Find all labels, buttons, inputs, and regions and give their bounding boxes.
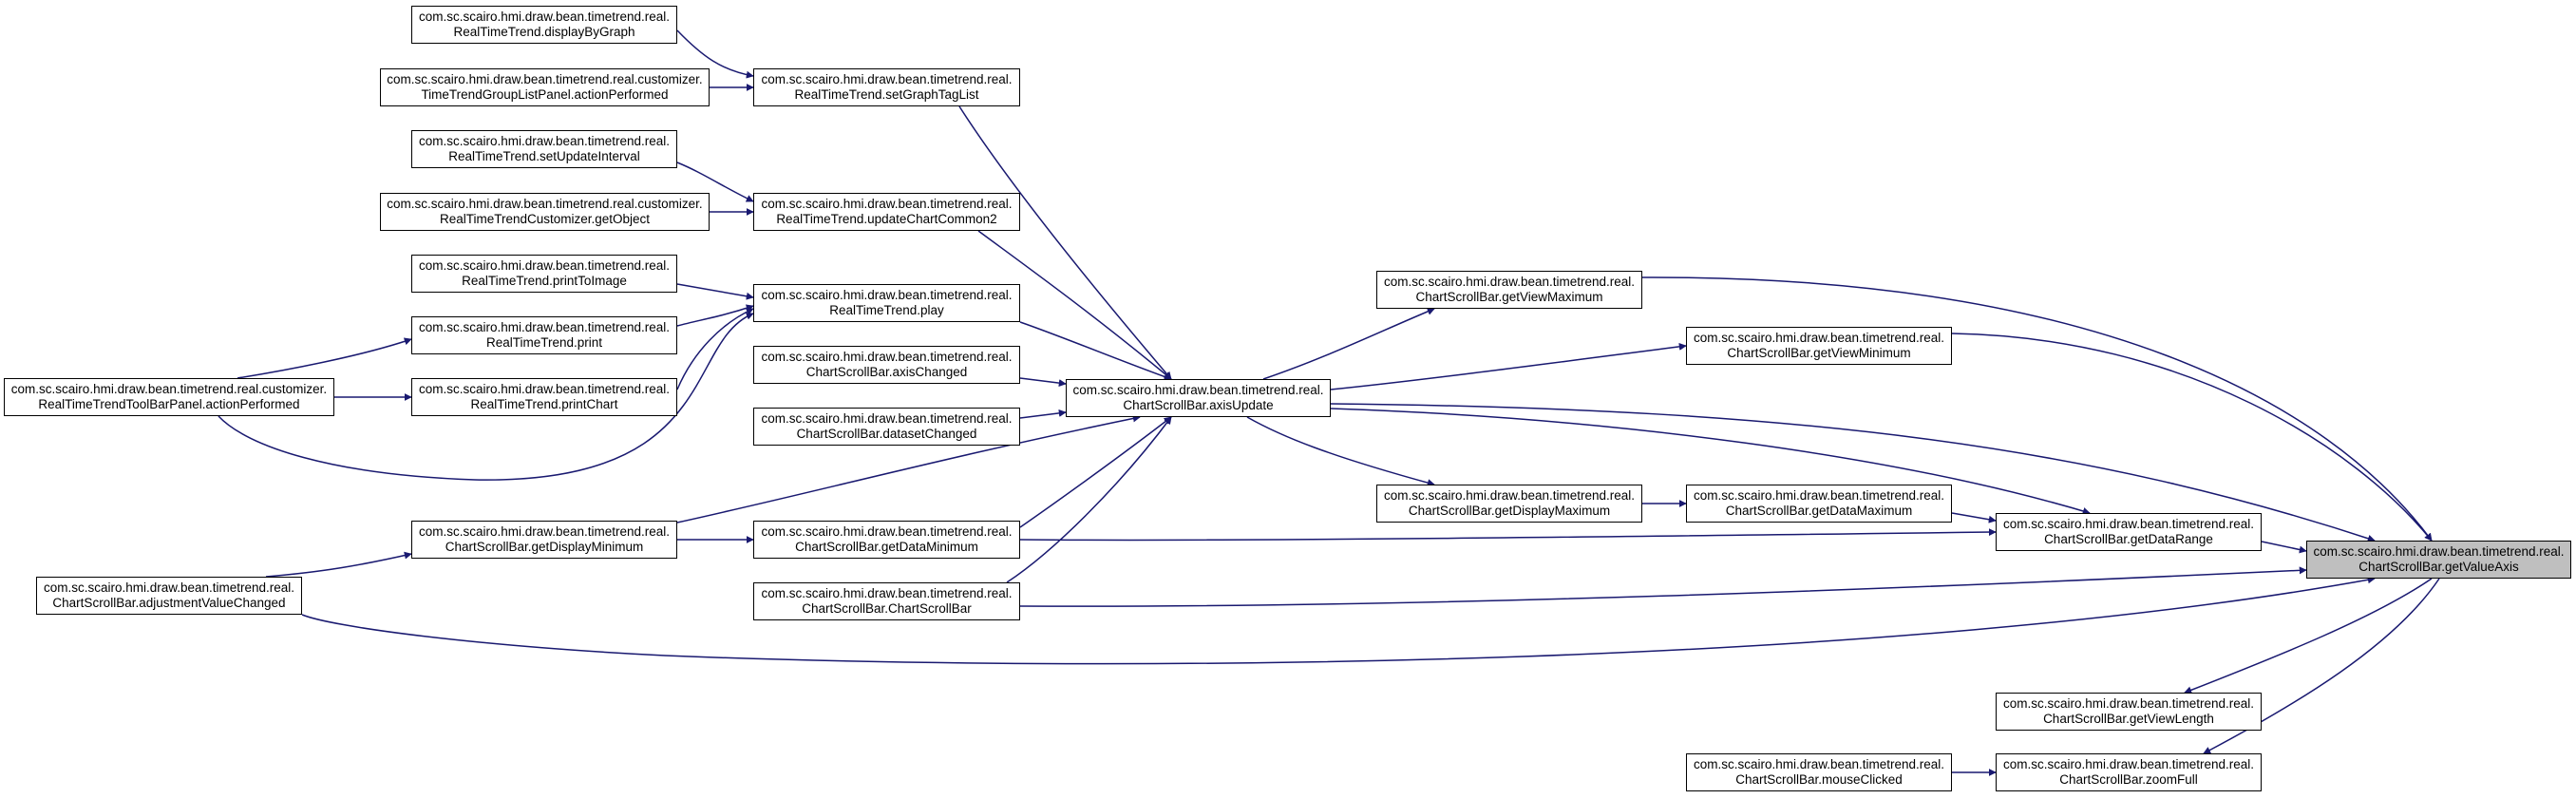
edge-play-to-toolbar [218, 313, 754, 481]
edge-setgraphtaglist-to-displaybygraph [676, 29, 754, 79]
edge-getdisplayminimum-to-adjustmentvaluechanged [265, 551, 412, 578]
node-chartscrollbar-datasetchanged[interactable]: com.sc.scairo.hmi.draw.bean.timetrend.re… [753, 408, 1020, 446]
node-chartscrollbar-adjustmentvaluechanged[interactable]: com.sc.scairo.hmi.draw.bean.timetrend.re… [36, 577, 302, 615]
edge-getviewminimum-to-axisupdate [1330, 342, 1687, 390]
node-realtimetrendtoolbarpanel-actionperformed[interactable]: com.sc.scairo.hmi.draw.bean.timetrend.re… [4, 378, 334, 416]
edge-getviewlength-to-getvalueaxis [2184, 578, 2433, 694]
edge-axisupdate-to-axischanged [1019, 377, 1067, 388]
edge-getvalueaxis-to-getdatarange [2261, 541, 2307, 554]
edge-updatechartcommon2-to-setupdateinterval [676, 162, 754, 202]
node-realtimetrendcustomizer-getobject[interactable]: com.sc.scairo.hmi.draw.bean.timetrend.re… [380, 193, 710, 231]
edge-getvalueaxis-to-axisupdate [1330, 403, 2376, 542]
edge-getdatarange-to-getdatamaximum [1951, 512, 1997, 523]
node-chartscrollbar-zoomfull[interactable]: com.sc.scairo.hmi.draw.bean.timetrend.re… [1996, 753, 2262, 791]
edge-getvalueaxis-to-getviewminimum [1951, 333, 2433, 542]
node-realtimetrend-setupdateinterval[interactable]: com.sc.scairo.hmi.draw.bean.timetrend.re… [411, 130, 677, 168]
edge-axisupdate-to-play [1019, 321, 1172, 381]
edge-getviewmaximum-to-axisupdate [1262, 308, 1435, 380]
node-realtimetrend-play[interactable]: com.sc.scairo.hmi.draw.bean.timetrend.re… [753, 284, 1020, 322]
node-chartscrollbar-axisupdate[interactable]: com.sc.scairo.hmi.draw.bean.timetrend.re… [1066, 379, 1331, 417]
edge-zoomfull-to-getvalueaxis [2203, 578, 2440, 754]
edge-getdisplaymaximum-to-axisupdate [1246, 416, 1435, 486]
edge-axisupdate-to-updatechartcommon2 [977, 230, 1172, 380]
node-chartscrollbar-mouseclicked[interactable]: com.sc.scairo.hmi.draw.bean.timetrend.re… [1686, 753, 1952, 791]
edge-getdatarange-to-axisupdate [1330, 408, 2091, 515]
node-realtimetrend-print[interactable]: com.sc.scairo.hmi.draw.bean.timetrend.re… [411, 316, 677, 354]
edge-getvalueaxis-to-getviewmaximum [1641, 276, 2433, 542]
node-chartscrollbar-chartscrollbar[interactable]: com.sc.scairo.hmi.draw.bean.timetrend.re… [753, 582, 1020, 620]
node-chartscrollbar-getdisplayminimum[interactable]: com.sc.scairo.hmi.draw.bean.timetrend.re… [411, 521, 677, 559]
edge-getvalueaxis-to-chartscrollbar [1019, 566, 2307, 607]
node-chartscrollbar-axischanged[interactable]: com.sc.scairo.hmi.draw.bean.timetrend.re… [753, 346, 1020, 384]
node-timetrendgrouplistpanel-actionperformed[interactable]: com.sc.scairo.hmi.draw.bean.timetrend.re… [380, 68, 710, 106]
edge-getdatarange-to-getdataminimum [1019, 528, 1997, 542]
edge-play-to-printchart [676, 308, 754, 390]
edge-play-to-printtoimage [676, 283, 754, 300]
node-realtimetrend-displaybygraph[interactable]: com.sc.scairo.hmi.draw.bean.timetrend.re… [411, 6, 677, 44]
edge-axisupdate-to-getdisplayminimum [676, 414, 1141, 523]
node-realtimetrend-setgraphtaglist[interactable]: com.sc.scairo.hmi.draw.bean.timetrend.re… [753, 68, 1020, 106]
node-realtimetrend-updatechartcommon2[interactable]: com.sc.scairo.hmi.draw.bean.timetrend.re… [753, 193, 1020, 231]
edge-axisupdate-to-datasetchanged [1019, 409, 1067, 419]
node-chartscrollbar-getviewlength[interactable]: com.sc.scairo.hmi.draw.bean.timetrend.re… [1996, 693, 2262, 731]
node-chartscrollbar-getdatarange[interactable]: com.sc.scairo.hmi.draw.bean.timetrend.re… [1996, 513, 2262, 551]
edge-play-to-print [676, 304, 754, 327]
edge-axisupdate-to-getdataminimum [1019, 416, 1172, 528]
node-chartscrollbar-getviewmaximum[interactable]: com.sc.scairo.hmi.draw.bean.timetrend.re… [1376, 271, 1642, 309]
node-chartscrollbar-getdatamaximum[interactable]: com.sc.scairo.hmi.draw.bean.timetrend.re… [1686, 485, 1952, 523]
node-chartscrollbar-getdataminimum[interactable]: com.sc.scairo.hmi.draw.bean.timetrend.re… [753, 521, 1020, 559]
node-realtimetrend-printtoimage[interactable]: com.sc.scairo.hmi.draw.bean.timetrend.re… [411, 255, 677, 293]
edge-print-to-toolbar [237, 337, 412, 379]
node-chartscrollbar-getdisplaymaximum[interactable]: com.sc.scairo.hmi.draw.bean.timetrend.re… [1376, 485, 1642, 523]
node-chartscrollbar-getvalueaxis[interactable]: com.sc.scairo.hmi.draw.bean.timetrend.re… [2306, 541, 2571, 579]
node-chartscrollbar-getviewminimum[interactable]: com.sc.scairo.hmi.draw.bean.timetrend.re… [1686, 327, 1952, 365]
node-realtimetrend-printchart[interactable]: com.sc.scairo.hmi.draw.bean.timetrend.re… [411, 378, 677, 416]
edge-axisupdate-to-chartscrollbar [1006, 416, 1172, 583]
edge-axisupdate-to-setgraphtaglist [958, 105, 1172, 380]
edge-getvalueaxis-to-adjustmentvaluechanged [301, 576, 2376, 665]
